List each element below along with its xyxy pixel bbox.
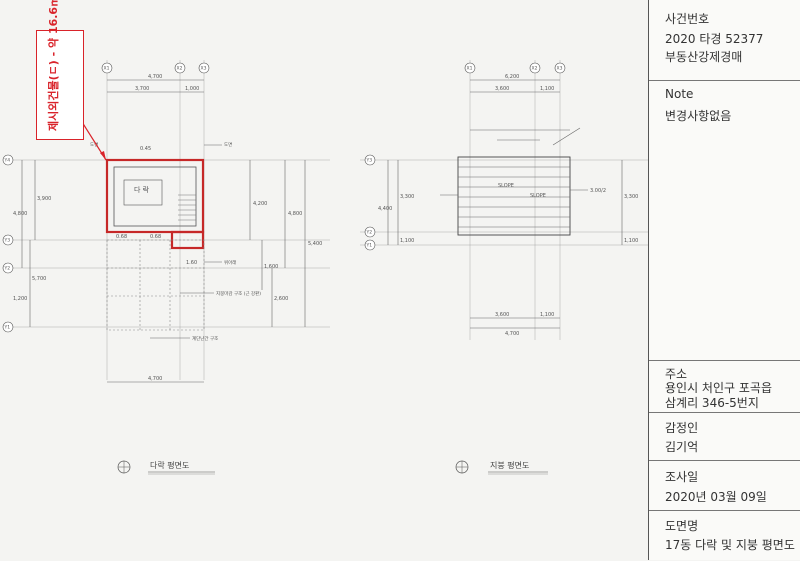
- note-label: Note: [665, 87, 694, 101]
- dim-left-c: 5,700: [32, 276, 46, 282]
- case-no-label: 사건번호: [665, 12, 710, 26]
- bubble-label: Y4: [4, 158, 11, 164]
- attic-room-annotations: 다 락 0.45 0.68 0.68 1.60: [116, 146, 197, 266]
- case-type: 부동산강제경매: [665, 50, 743, 64]
- attic-floor-plan: [10, 60, 330, 383]
- dim-top-total: 6,200: [505, 74, 519, 80]
- roof-plan-bubble-labels: X1 X2 X3 Y3 Y2 Y1: [366, 66, 563, 249]
- address-line2: 삼계리 346-5번지: [665, 396, 759, 410]
- bubble-label: Y3: [366, 158, 373, 164]
- drawing-name-value: 17동 다락 및 지붕 평면도: [665, 538, 795, 552]
- bubble-label: Y2: [4, 266, 11, 272]
- leader-1: 도면: [224, 141, 232, 148]
- attic-plan-bubble-labels: X1 X2 X3 Y4 Y3 Y2 Y1: [4, 66, 207, 331]
- drawing-name-label: 도면명: [665, 519, 699, 533]
- room-label: 다 락: [134, 185, 150, 194]
- info-panel: 사건번호 2020 타경 52377 부동산강제경매 Note 변경사항없음 주…: [648, 0, 800, 560]
- address-line1: 용인시 처인구 포곡읍: [665, 381, 772, 395]
- dim-right-a: 3,300: [624, 194, 638, 200]
- leader-4: 계단난간 구조: [192, 335, 218, 342]
- dim-right-c: 5,400: [308, 241, 322, 247]
- leader-0: 도면: [90, 141, 98, 148]
- drawing-name-section: 도면명 17동 다락 및 지붕 평면도: [649, 510, 800, 561]
- note-2: 0.68: [150, 234, 161, 240]
- dim-left-a: 3,900: [37, 196, 51, 202]
- dim-left-b: 4,800: [13, 211, 27, 217]
- attic-plan-leaders: 도면 도면 위아래 지붕마감 구조 (근 강판) 계단난간 구조: [90, 141, 261, 342]
- bubble-label: Y3: [4, 238, 11, 244]
- annex-building-callout: 제시외건물(ㄷ) - 약 16.6㎡: [36, 0, 84, 140]
- appraiser-value: 김기억: [665, 440, 699, 454]
- bubble-label: X3: [201, 66, 207, 72]
- floor-plan-drawing: X1 X2 X3 Y4 Y3 Y2 Y1 4,700 3,700 1,000 4…: [2, 60, 648, 475]
- roof-plan: [360, 60, 648, 340]
- leader-2: 위아래: [224, 259, 236, 266]
- note-3: 1.60: [186, 260, 197, 266]
- callout-text: 제시외건물(ㄷ) - 약 16.6㎡: [47, 0, 60, 131]
- survey-date-value: 2020년 03월 09일: [665, 490, 767, 504]
- roof-plan-grid-bubbles: [364, 62, 566, 251]
- attic-plan-dimensions: 4,700 3,700 1,000 4,700 4,200 4,800 5,40…: [13, 74, 322, 382]
- roof-plan-title: 지붕 평면도: [490, 461, 530, 470]
- bubble-label: X2: [177, 66, 183, 72]
- dim-left-c: 1,100: [400, 238, 414, 244]
- dim-bottom-total: 4,700: [148, 376, 162, 382]
- dim-left-a: 4,400: [378, 206, 392, 212]
- appraiser-section: 감정인 김기억: [649, 412, 800, 461]
- callout-arrow-head: [100, 151, 106, 160]
- dim-bottom-a: 3,600: [495, 312, 509, 318]
- note-0: 0.45: [140, 146, 151, 152]
- roof-leader: 3.00/2: [590, 188, 606, 194]
- survey-date-section: 조사일 2020년 03월 09일: [649, 460, 800, 511]
- dim-bottom-b: 1,100: [540, 312, 554, 318]
- bubble-label: X1: [467, 66, 473, 72]
- dim-right-b: 1,100: [624, 238, 638, 244]
- case-no-value: 2020 타경 52377: [665, 32, 764, 46]
- dim-top-a: 3,700: [135, 86, 149, 92]
- dim-right-a: 4,200: [253, 201, 267, 207]
- attic-plan-title: 다락 평면도: [150, 461, 190, 470]
- dim-bottom-total: 4,700: [505, 331, 519, 337]
- leader-3: 지붕마감 구조 (근 강판): [216, 290, 261, 297]
- bubble-label: X3: [557, 66, 563, 72]
- dim-top-b: 1,000: [185, 86, 199, 92]
- bubble-label: Y1: [366, 243, 373, 249]
- bubble-label: X2: [532, 66, 538, 72]
- address-section: 주소 용인시 처인구 포곡읍 삼계리 346-5번지: [649, 360, 800, 413]
- note-1: 0.68: [116, 234, 127, 240]
- dim-top-total: 4,700: [148, 74, 162, 80]
- roof-plan-dimensions: 6,200 3,600 1,100 3,600 1,100 4,700 4,40…: [378, 74, 638, 337]
- dim-left-b: 3,300: [400, 194, 414, 200]
- case-number-section: 사건번호 2020 타경 52377 부동산강제경매: [649, 0, 800, 80]
- note-value: 변경사항없음: [665, 109, 732, 123]
- dim-right-b: 4,800: [288, 211, 302, 217]
- note-section: Note 변경사항없음: [649, 80, 800, 361]
- dim-top-a: 3,600: [495, 86, 509, 92]
- dim-right-d: 1,600: [264, 264, 278, 270]
- address-label: 주소: [665, 367, 688, 381]
- bubble-label: Y2: [366, 230, 373, 236]
- bubble-label: Y1: [4, 325, 11, 331]
- slope-label-0: SLOPE: [498, 183, 514, 189]
- dim-right-e: 2,600: [274, 296, 288, 302]
- appraiser-label: 감정인: [665, 421, 699, 435]
- bubble-label: X1: [104, 66, 110, 72]
- dim-top-b: 1,100: [540, 86, 554, 92]
- survey-date-label: 조사일: [665, 470, 699, 484]
- dim-left-d: 1,200: [13, 296, 27, 302]
- slope-label-1: SLOPE: [530, 193, 546, 199]
- attic-plan-grid-bubbles: [2, 62, 210, 333]
